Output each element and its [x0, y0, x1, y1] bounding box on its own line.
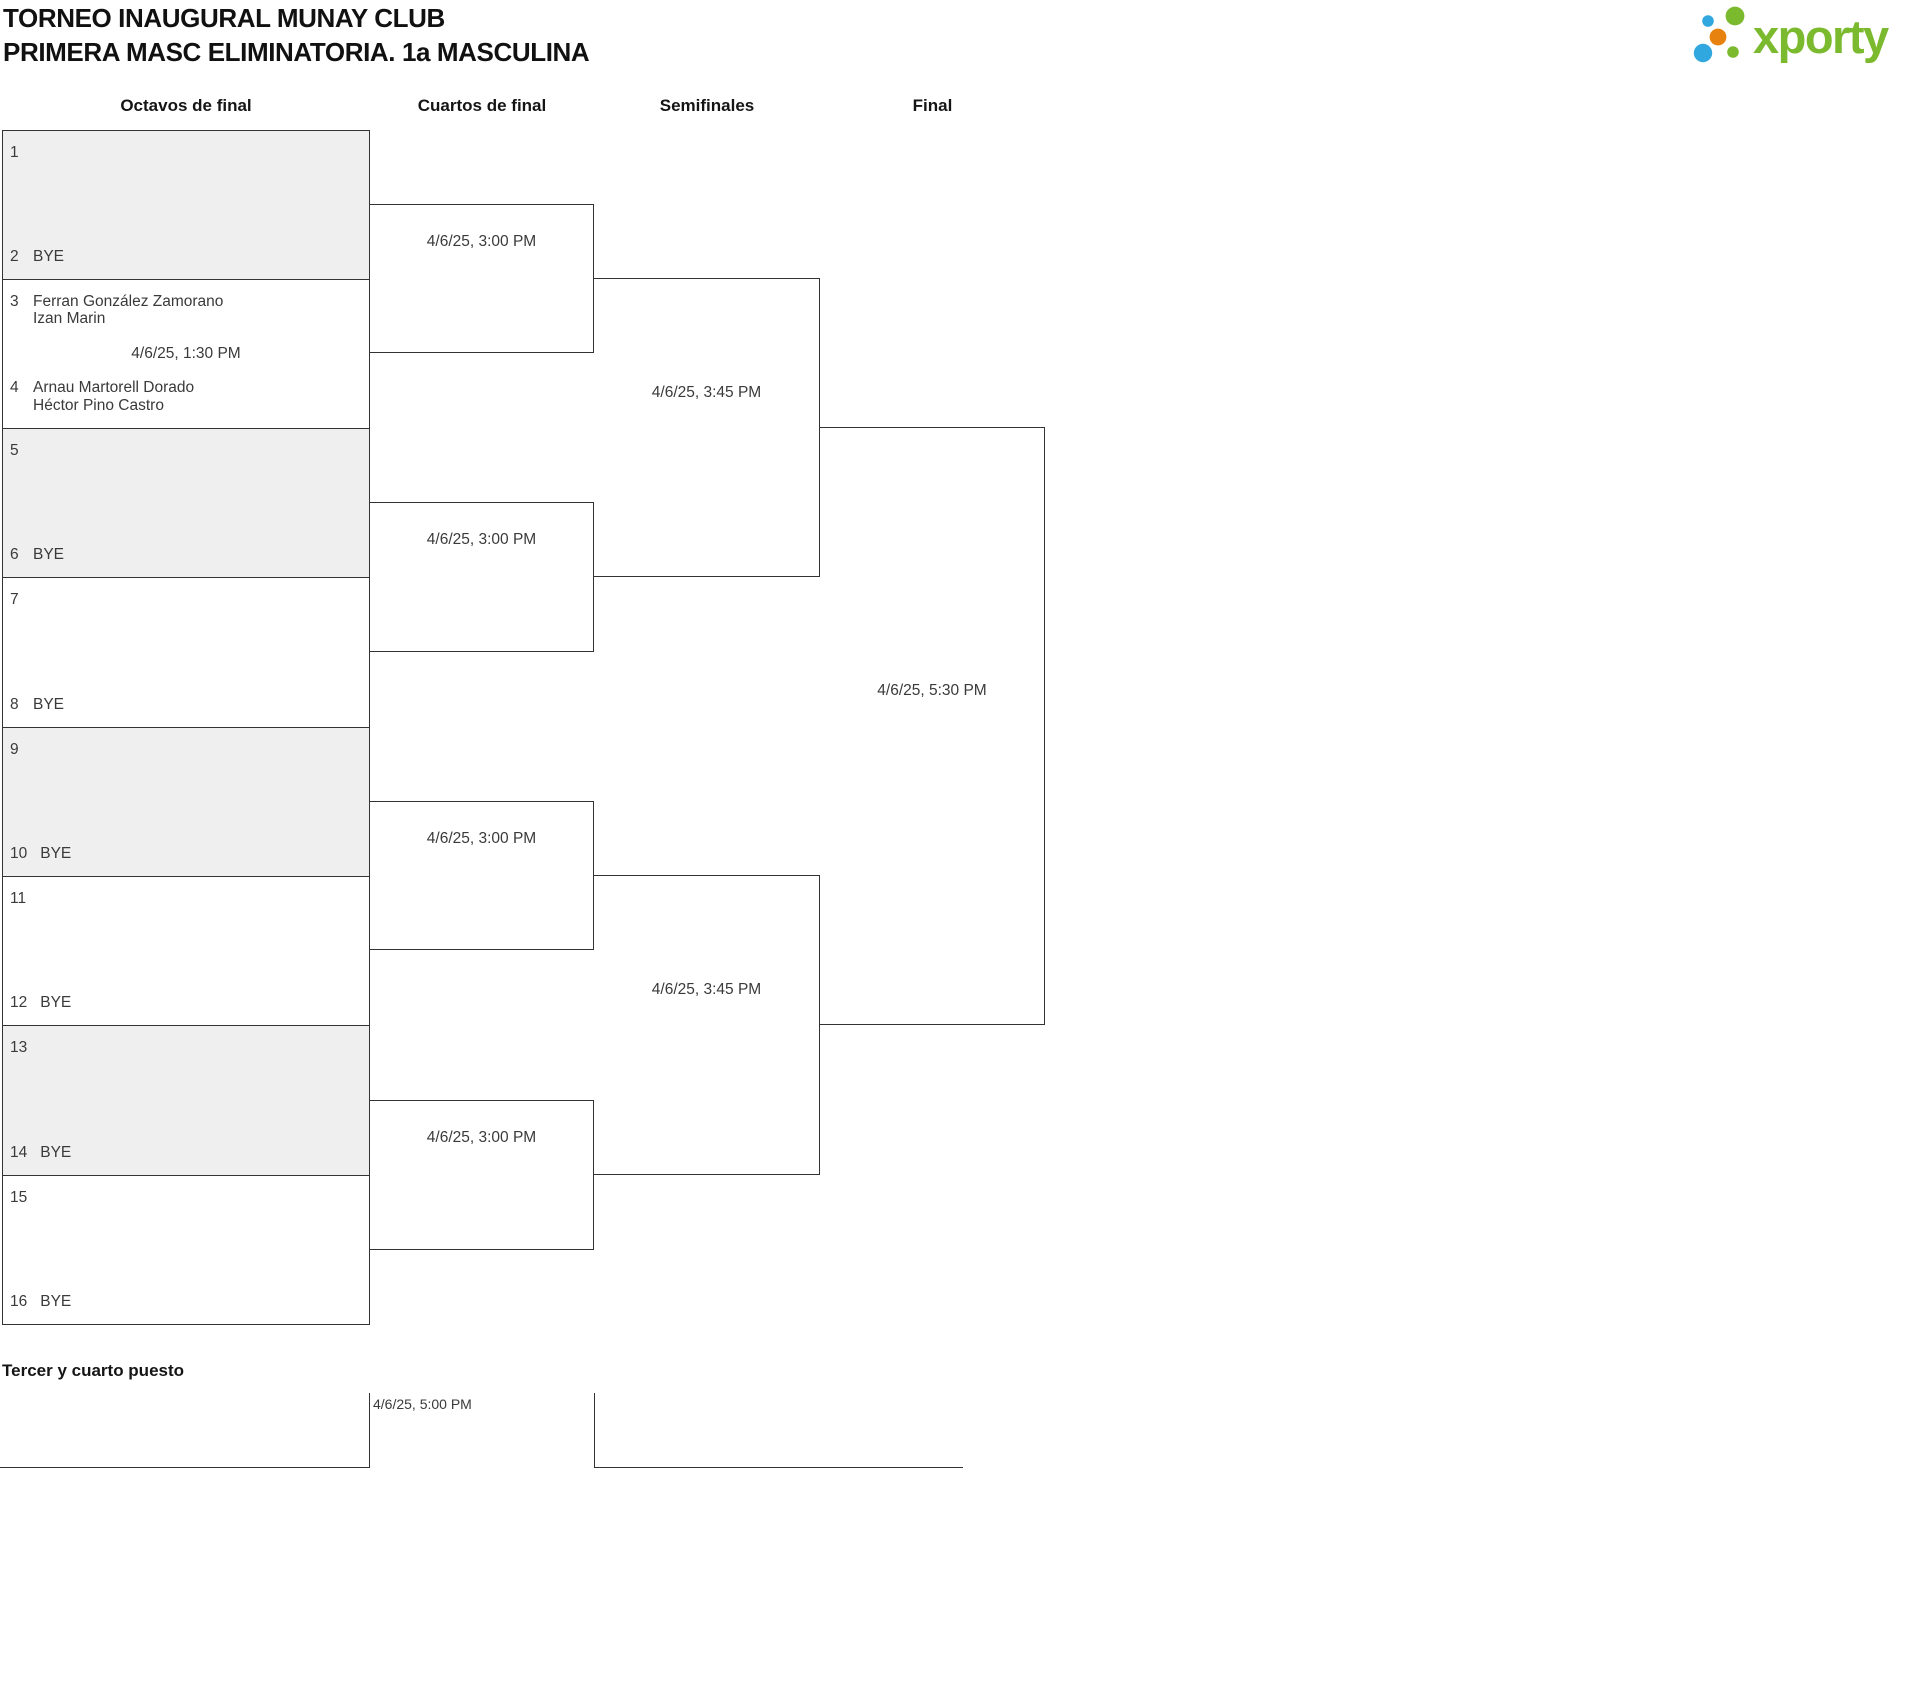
team-name: BYE — [33, 545, 65, 563]
seed-number: 1 — [10, 144, 19, 161]
seed-number: 14 — [10, 1143, 28, 1161]
round-header-cuartos: Cuartos de final — [417, 96, 547, 115]
team-slot: 16 BYE — [10, 1293, 361, 1310]
third-place-winner-box[interactable] — [594, 1393, 963, 1468]
seed-number: 15 — [10, 1189, 28, 1206]
match-time: 4/6/25, 3:00 PM — [426, 1129, 537, 1146]
match-box-semifinal-1[interactable]: 4/6/25, 3:45 PM — [594, 278, 820, 577]
match-box-octavos-2[interactable]: 3 Ferran González Zamorano Izan Marin 4/6… — [2, 279, 370, 428]
match-time: 4/6/25, 3:45 PM — [651, 981, 762, 998]
seed-number: 6 — [10, 545, 19, 563]
team-slot: 14 BYE — [10, 1144, 361, 1161]
team-slot: 13 — [10, 1039, 361, 1056]
team-slot: 1 — [10, 144, 361, 161]
match-box-octavos-3[interactable]: 5 6 BYE — [2, 428, 370, 577]
round-header-semifinales: Semifinales — [659, 96, 755, 115]
seed-number: 2 — [10, 247, 19, 265]
match-box-octavos-5[interactable]: 9 10 BYE — [2, 727, 370, 876]
seed-number: 10 — [10, 844, 28, 862]
seed-number: 13 — [10, 1039, 28, 1056]
page-title: TORNEO INAUGURAL MUNAY CLUB PRIMERA MASC… — [3, 2, 590, 70]
page-title-line2: PRIMERA MASC ELIMINATORIA. 1a MASCULINA — [3, 36, 590, 67]
seed-number: 11 — [10, 890, 27, 907]
team-name: BYE — [33, 247, 65, 265]
match-box-cuartos-4[interactable]: 4/6/25, 3:00 PM — [370, 1100, 594, 1250]
seed-number: 5 — [10, 442, 19, 459]
match-box-octavos-8[interactable]: 15 16 BYE — [2, 1175, 370, 1325]
team-name: Arnau Martorell Dorado Héctor Pino Castr… — [33, 379, 195, 414]
match-box-cuartos-1[interactable]: 4/6/25, 3:00 PM — [370, 204, 594, 353]
match-box-octavos-1[interactable]: 1 2 BYE — [2, 130, 370, 279]
match-box-octavos-4[interactable]: 7 8 BYE — [2, 577, 370, 727]
match-box-octavos-7[interactable]: 13 14 BYE — [2, 1025, 370, 1175]
match-time: 4/6/25, 3:00 PM — [426, 233, 537, 250]
match-time: 4/6/25, 3:00 PM — [426, 830, 537, 847]
match-time: 4/6/25, 3:45 PM — [651, 384, 762, 401]
match-box-cuartos-2[interactable]: 4/6/25, 3:00 PM — [370, 502, 594, 652]
seed-number: 3 — [10, 293, 19, 310]
team-slot: 8 BYE — [10, 696, 361, 713]
match-box-final[interactable]: 4/6/25, 5:30 PM — [820, 427, 1045, 1025]
match-box-cuartos-3[interactable]: 4/6/25, 3:00 PM — [370, 801, 594, 950]
team-slot: 2 BYE — [10, 248, 361, 265]
team-slot: 15 — [10, 1189, 361, 1206]
team-slot: 12 BYE — [10, 994, 361, 1011]
seed-number: 4 — [10, 379, 19, 397]
match-time: 4/6/25, 3:00 PM — [426, 531, 537, 548]
team-slot: 11 — [10, 890, 361, 907]
round-header-final: Final — [912, 96, 953, 115]
team-name: BYE — [40, 1292, 72, 1310]
xporty-logo-dots-icon: xporty — [1693, 6, 1891, 63]
seed-number: 7 — [10, 591, 19, 608]
third-place-match-time: 4/6/25, 5:00 PM — [373, 1396, 472, 1412]
match-time: 4/6/25, 1:30 PM — [131, 345, 241, 362]
third-place-match-box[interactable] — [0, 1393, 370, 1468]
team-name: BYE — [40, 844, 72, 862]
match-box-semifinal-2[interactable]: 4/6/25, 3:45 PM — [594, 875, 820, 1175]
seed-number: 12 — [10, 993, 28, 1011]
seed-number: 16 — [10, 1292, 28, 1310]
match-time: 4/6/25, 5:30 PM — [877, 682, 987, 699]
team-name: Ferran González Zamorano Izan Marin — [33, 293, 224, 328]
page-title-line1: TORNEO INAUGURAL MUNAY CLUB — [3, 3, 445, 33]
xporty-logo[interactable]: xporty — [1675, 0, 1920, 72]
team-slot: 5 — [10, 442, 361, 459]
team-name: BYE — [40, 993, 72, 1011]
round-header-octavos: Octavos de final — [120, 96, 252, 115]
team-slot: 7 — [10, 591, 361, 608]
xporty-logo-text: xporty — [1753, 10, 1889, 63]
team-name: BYE — [33, 695, 65, 713]
team-slot: 3 Ferran González Zamorano Izan Marin — [10, 293, 361, 328]
team-slot: 4 Arnau Martorell Dorado Héctor Pino Cast… — [10, 379, 361, 414]
seed-number: 8 — [10, 695, 19, 713]
team-slot: 6 BYE — [10, 546, 361, 563]
team-slot: 10 BYE — [10, 845, 361, 862]
team-name: BYE — [40, 1143, 72, 1161]
seed-number: 9 — [10, 741, 19, 758]
match-box-octavos-6[interactable]: 11 12 BYE — [2, 876, 370, 1025]
third-place-title: Tercer y cuarto puesto — [2, 1361, 185, 1380]
team-slot: 9 — [10, 741, 361, 758]
